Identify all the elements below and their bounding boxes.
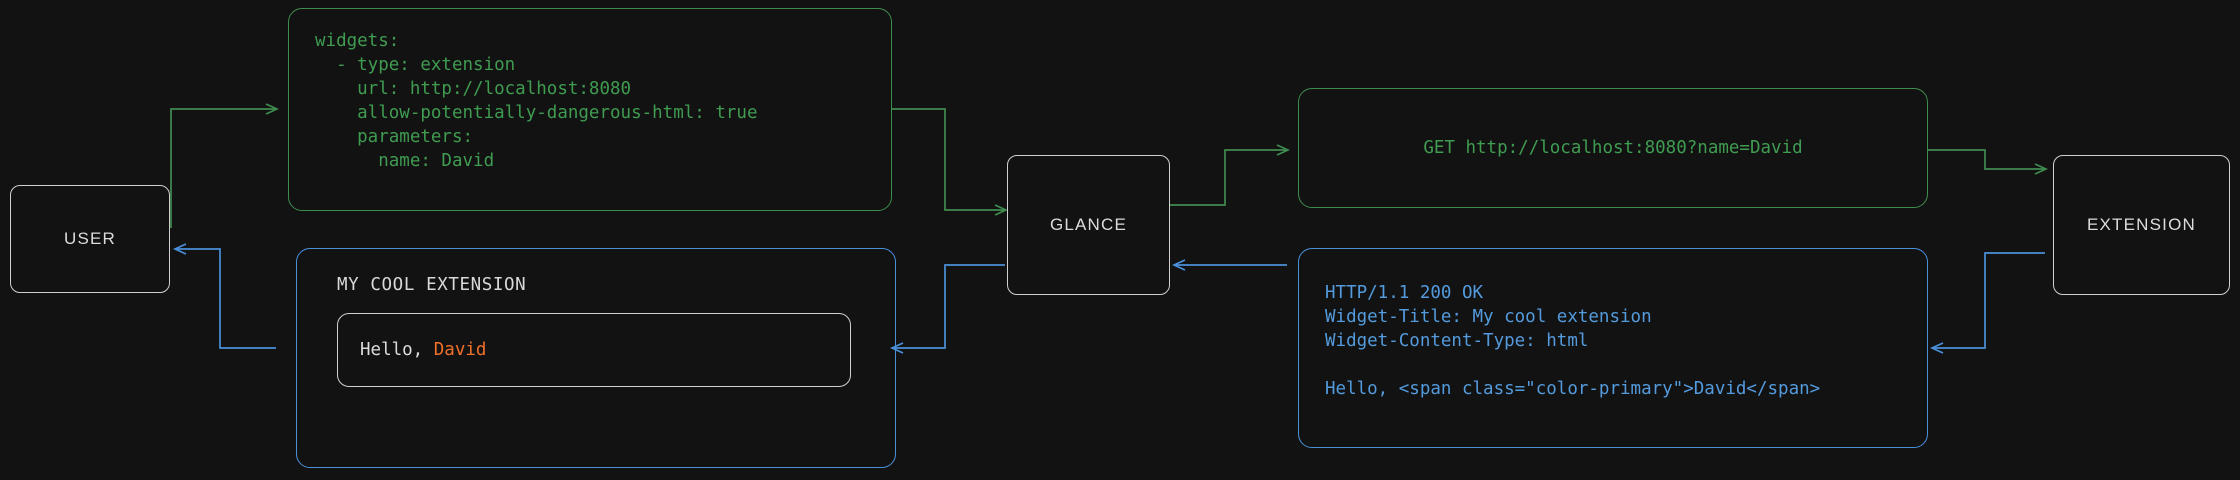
edge-glance-to-request	[1170, 150, 1287, 206]
http-request-block[interactable]: GET http://localhost:8080?name=David	[1298, 88, 1928, 208]
node-user-label: USER	[63, 229, 117, 248]
widget-name-accent: David	[433, 340, 487, 360]
edge-config-to-glance	[891, 108, 1005, 210]
node-user[interactable]: USER	[10, 185, 170, 293]
http-response-block[interactable]: HTTP/1.1 200 OK Widget-Title: My cool ex…	[1298, 248, 1928, 448]
config-yaml-block[interactable]: widgets: - type: extension url: http://l…	[288, 8, 892, 211]
edge-user-to-config	[170, 109, 276, 228]
node-glance[interactable]: GLANCE	[1007, 155, 1170, 295]
widget-content: Hello, David	[337, 313, 851, 387]
node-glance-label: GLANCE	[1049, 215, 1128, 234]
edge-extension-to-response	[1933, 252, 2045, 348]
edge-glance-to-widget	[893, 264, 1005, 348]
edge-widget-to-user	[176, 249, 276, 349]
rendered-widget-box[interactable]: MY COOL EXTENSION Hello, David	[296, 248, 896, 468]
node-extension-label: EXTENSION	[2086, 215, 2197, 234]
http-request-text: GET http://localhost:8080?name=David	[1423, 138, 1803, 158]
widget-greeting-text: Hello,	[360, 340, 434, 360]
widget-title: MY COOL EXTENSION	[337, 275, 527, 295]
edge-request-to-extension	[1927, 149, 2045, 169]
node-extension[interactable]: EXTENSION	[2053, 155, 2230, 295]
